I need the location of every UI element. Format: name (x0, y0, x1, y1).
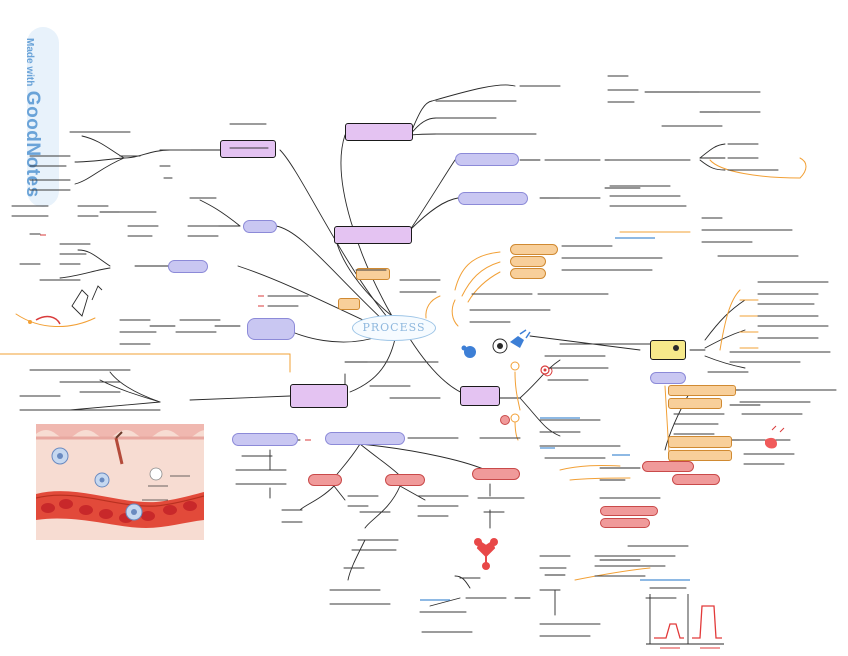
lavender-pill-5 (247, 318, 295, 340)
red-pill-5 (600, 518, 650, 528)
lavender-pill-7 (650, 372, 686, 384)
red-pill-4 (600, 506, 658, 516)
lavender-pill-4 (168, 260, 208, 273)
goodnotes-badge (27, 27, 59, 207)
yellow-box (650, 340, 686, 360)
red-pill-7 (672, 474, 720, 485)
orange-box-4 (668, 450, 732, 461)
red-pill-3 (472, 468, 520, 480)
purple-box-left-mid (290, 384, 348, 408)
lavender-pill-3 (243, 220, 277, 233)
orange-pill-2 (510, 256, 546, 267)
tissue-illustration (36, 424, 204, 540)
purple-box-top-left (220, 140, 276, 158)
orange-box-1 (668, 385, 736, 396)
orange-box-2 (668, 398, 722, 409)
orange-box-6 (338, 298, 360, 310)
lavender-pill-1 (455, 153, 519, 166)
purple-box-mid-center (334, 226, 412, 244)
red-pill-8 (500, 415, 510, 425)
orange-box-3 (668, 436, 732, 448)
purple-box-top-center (345, 123, 413, 141)
red-pill-1 (308, 474, 342, 486)
orange-box-5 (356, 268, 390, 280)
orange-pill-1 (510, 244, 558, 255)
lavender-pill-6 (325, 432, 405, 445)
lavender-pill-8 (232, 433, 298, 446)
orange-pill-3 (510, 268, 546, 279)
central-node: PROCESS (352, 315, 436, 341)
small-response-plot (646, 594, 724, 649)
purple-box-right-mid (460, 386, 500, 406)
lavender-pill-2 (458, 192, 528, 205)
red-pill-2 (385, 474, 425, 486)
red-pill-6 (642, 461, 694, 472)
